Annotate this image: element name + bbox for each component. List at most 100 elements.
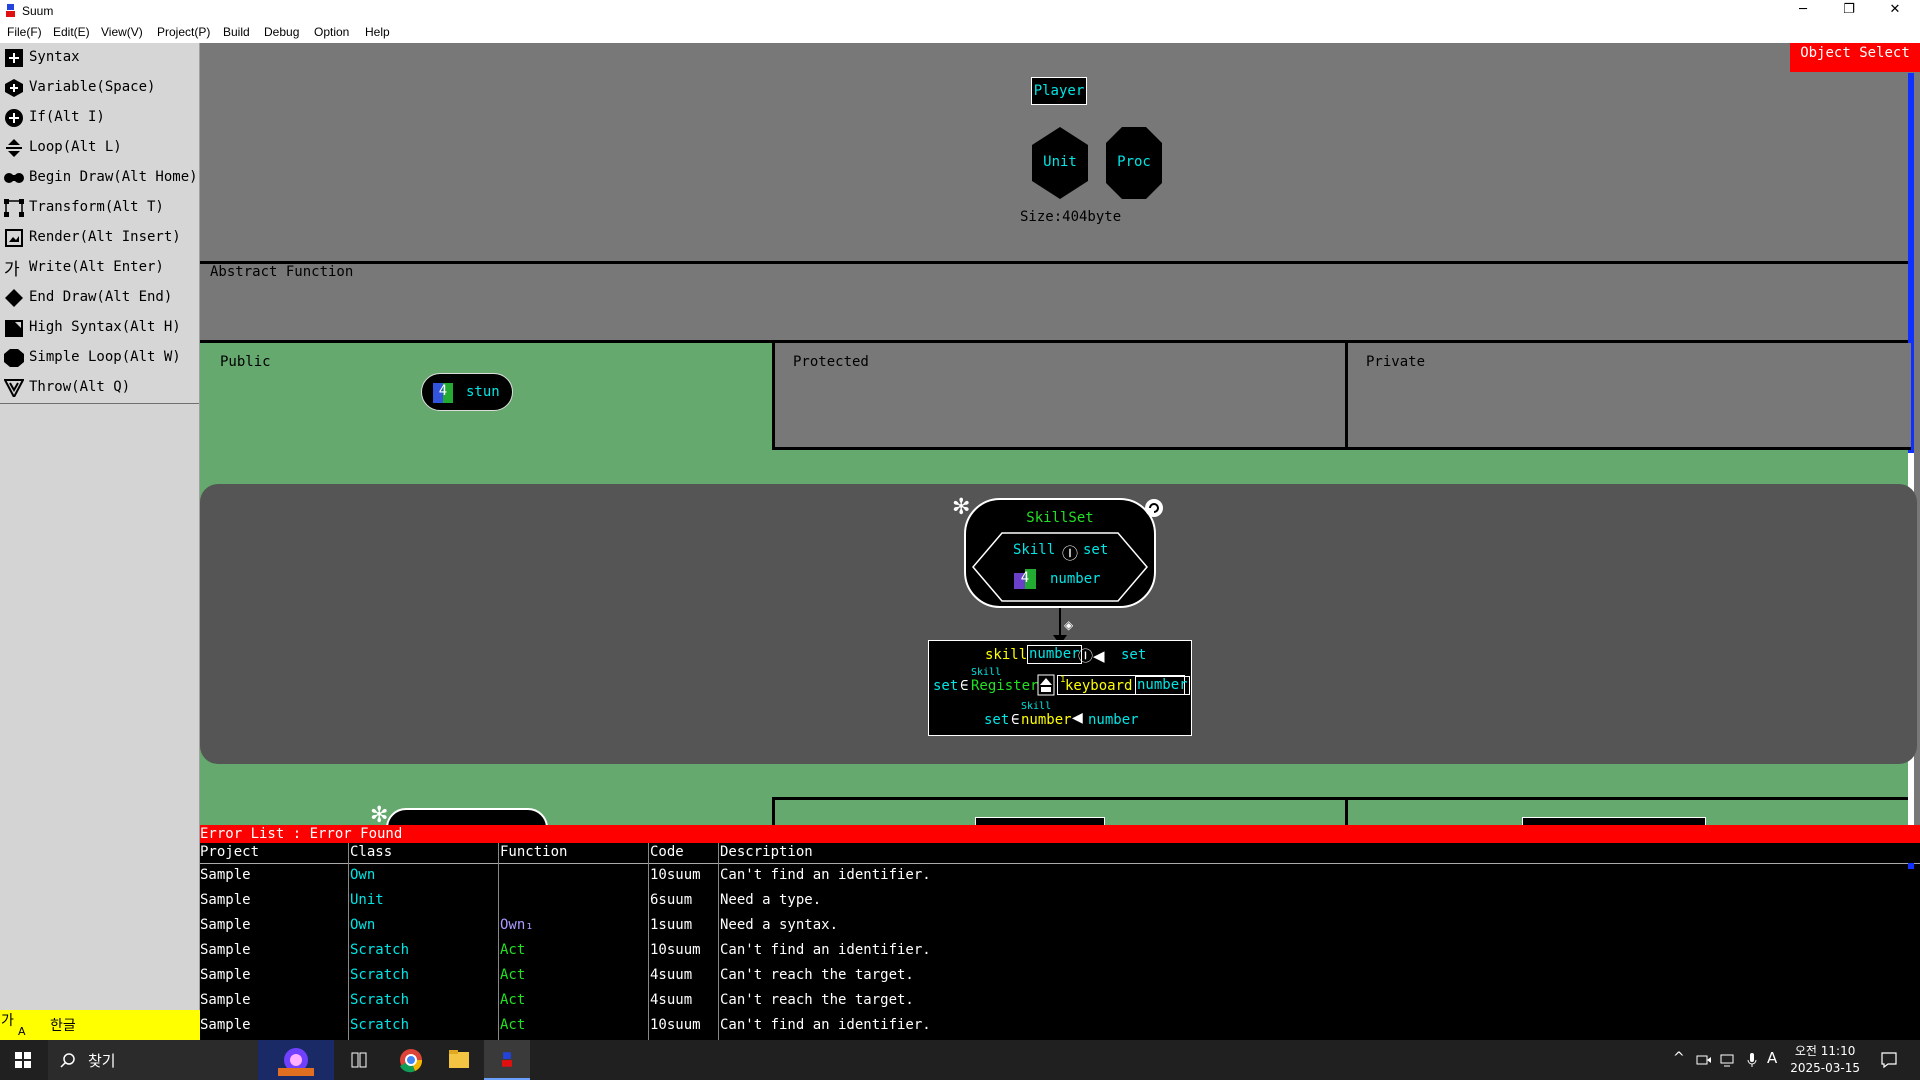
- error-class: Scratch: [350, 1017, 410, 1033]
- throw-shield-icon: [4, 379, 24, 397]
- asterisk-marker-icon: ✻: [370, 803, 389, 825]
- tray-chevron-icon[interactable]: ^: [1673, 1050, 1685, 1066]
- tool-throw[interactable]: Throw(Alt Q): [0, 373, 199, 404]
- menu-project[interactable]: Project(P): [157, 25, 211, 39]
- tool-label: Write(Alt Enter): [29, 259, 164, 275]
- partial-node[interactable]: [975, 817, 1105, 825]
- tool-label: Throw(Alt Q): [29, 379, 131, 395]
- task-view-icon[interactable]: [336, 1040, 382, 1080]
- begin-draw-icon: [4, 173, 24, 183]
- diamond-icon: [5, 289, 23, 307]
- notification-center-icon[interactable]: [1880, 1051, 1898, 1069]
- partial-node[interactable]: [1522, 817, 1706, 825]
- clock-date: 2025-03-15: [1790, 1061, 1860, 1075]
- microphone-icon[interactable]: [1744, 1052, 1760, 1068]
- tool-label: Render(Alt Insert): [29, 229, 181, 245]
- menu-build[interactable]: Build: [223, 25, 250, 39]
- col-function[interactable]: Function: [500, 844, 568, 860]
- tool-label: Transform(Alt T): [29, 199, 164, 215]
- windows-start-icon[interactable]: [0, 1040, 46, 1080]
- number-type-icon: [1014, 569, 1036, 589]
- col-description[interactable]: Description: [720, 844, 813, 860]
- canvas-scroll-thumb[interactable]: [1908, 73, 1914, 453]
- error-description: Need a syntax.: [720, 917, 839, 933]
- plus-hexagon-icon: [5, 79, 23, 97]
- tool-label: Variable(Space): [29, 79, 156, 95]
- error-function: Act: [500, 992, 526, 1008]
- input-language-indicator[interactable]: A: [1767, 1049, 1778, 1067]
- number-type-icon: [433, 383, 453, 403]
- tool-variable[interactable]: Variable(Space): [0, 73, 199, 104]
- file-explorer-icon[interactable]: [436, 1040, 482, 1080]
- tool-begin-draw[interactable]: Begin Draw(Alt Home): [0, 163, 199, 194]
- col-class[interactable]: Class: [350, 844, 393, 860]
- code-block[interactable]: skill number Ⓘ◀ set set ∈ Skill Register…: [928, 640, 1192, 736]
- error-description: Can't find an identifier.: [720, 942, 931, 958]
- tool-end-draw[interactable]: End Draw(Alt End): [0, 283, 199, 314]
- tool-simple-loop[interactable]: Simple Loop(Alt W): [0, 343, 199, 374]
- tool-high-syntax[interactable]: High Syntax(Alt H): [0, 313, 199, 344]
- function-stun-pill[interactable]: 4 stun: [421, 373, 513, 411]
- ime-status-bar: 가 A 한글: [0, 1010, 200, 1040]
- player-object-node[interactable]: Player: [1031, 77, 1087, 105]
- col-code[interactable]: Code: [650, 844, 684, 860]
- maximize-button[interactable]: ❐: [1843, 2, 1855, 17]
- menu-debug[interactable]: Debug: [264, 25, 300, 39]
- write-ga-icon: 가: [4, 260, 20, 280]
- error-row[interactable]: Sample Scratch Act 4suum Can't reach the…: [200, 963, 1920, 988]
- error-list-table[interactable]: Project Class Function Code Description …: [200, 843, 1920, 1040]
- taskbar-search-box[interactable]: 찾기: [48, 1040, 334, 1080]
- abstract-function-label: Abstract Function: [210, 264, 354, 280]
- error-row[interactable]: Sample Scratch Act 4suum Can't reach the…: [200, 988, 1920, 1013]
- error-row[interactable]: Sample Scratch Act 10suum Can't find an …: [200, 938, 1920, 963]
- error-row[interactable]: Sample Own 10suum Can't find an identifi…: [200, 863, 1920, 888]
- menu-help[interactable]: Help: [365, 25, 390, 39]
- error-row[interactable]: Sample Scratch Act 10suum Can't find an …: [200, 1013, 1920, 1038]
- menu-edit[interactable]: Edit(E): [53, 25, 90, 39]
- tool-write[interactable]: 가 Write(Alt Enter): [0, 253, 199, 284]
- diamond-marker-icon: ◈: [1064, 618, 1074, 632]
- menu-file[interactable]: File(F): [7, 25, 42, 39]
- tool-syntax[interactable]: Syntax: [0, 43, 199, 74]
- tool-render[interactable]: Render(Alt Insert): [0, 223, 199, 254]
- error-description: Can't reach the target.: [720, 992, 914, 1008]
- error-project: Sample: [200, 917, 251, 933]
- set-var: set: [984, 712, 1010, 728]
- error-project: Sample: [200, 992, 251, 1008]
- proc-octagon-node[interactable]: [1106, 127, 1162, 199]
- error-code: 4suum: [650, 967, 693, 983]
- error-row[interactable]: Sample Unit 6suum Need a type.: [200, 888, 1920, 913]
- network-icon[interactable]: [1720, 1052, 1736, 1068]
- meet-now-icon[interactable]: [1696, 1052, 1712, 1068]
- keyboard-arg-type: number: [1135, 676, 1190, 695]
- col-project[interactable]: Project: [200, 844, 260, 860]
- close-button[interactable]: ✕: [1889, 2, 1901, 17]
- error-scroll-thumb[interactable]: [1908, 863, 1914, 869]
- divider: [1345, 797, 1348, 825]
- tool-transform[interactable]: Transform(Alt T): [0, 193, 199, 224]
- ime-mode-a: A: [18, 1025, 26, 1038]
- suum-app-taskbar-button[interactable]: [484, 1040, 530, 1080]
- design-canvas[interactable]: Object Select Player Unit Proc Size:404b…: [200, 43, 1920, 825]
- high-syntax-icon: [5, 320, 23, 337]
- unit-hexagon-node[interactable]: [1032, 127, 1088, 199]
- partial-node[interactable]: [386, 808, 548, 825]
- object-select-button[interactable]: Object Select: [1790, 43, 1920, 72]
- menu-option[interactable]: Option: [314, 25, 350, 39]
- system-clock[interactable]: 오전 11:10 2025-03-15: [1790, 1043, 1860, 1077]
- refresh-icon[interactable]: [1144, 498, 1164, 518]
- error-class: Scratch: [350, 942, 410, 958]
- protected-region[interactable]: [772, 343, 1348, 450]
- minimize-button[interactable]: ─: [1799, 2, 1807, 17]
- tool-if[interactable]: If(Alt I): [0, 103, 199, 134]
- menu-view[interactable]: View(V): [101, 25, 143, 39]
- error-function: Act: [500, 942, 526, 958]
- error-code: 6suum: [650, 892, 693, 908]
- private-region[interactable]: [1345, 343, 1911, 450]
- tool-loop[interactable]: Loop(Alt L): [0, 133, 199, 164]
- error-row[interactable]: Sample Own Own₁ 1suum Need a syntax.: [200, 913, 1920, 938]
- plus-square-icon: [5, 49, 23, 67]
- chrome-icon[interactable]: [388, 1040, 434, 1080]
- param-hexagon[interactable]: [972, 532, 1148, 602]
- canvas-scroll-track[interactable]: [1908, 73, 1914, 825]
